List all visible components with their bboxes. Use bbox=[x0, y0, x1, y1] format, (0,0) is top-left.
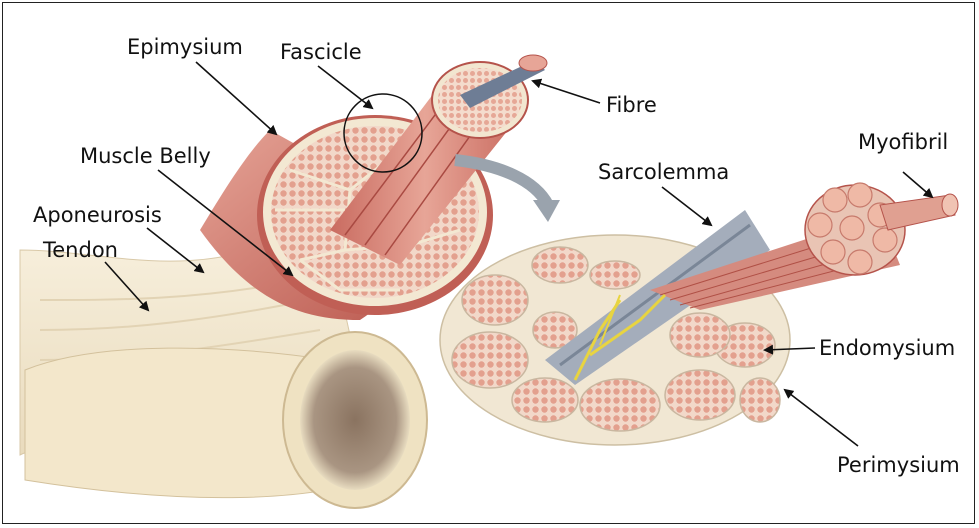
label-perimysium: Perimysium bbox=[837, 455, 960, 476]
label-epimysium: Epimysium bbox=[127, 37, 243, 58]
zoom-arrow-head bbox=[533, 200, 560, 222]
label-fibre: Fibre bbox=[606, 95, 657, 116]
label-tendon: Tendon bbox=[43, 240, 118, 261]
label-sarcolemma: Sarcolemma bbox=[598, 162, 729, 183]
label-myofibril: Myofibril bbox=[858, 132, 948, 153]
fascicle-cross-section bbox=[440, 183, 958, 445]
bone-shape bbox=[25, 332, 427, 508]
label-fascicle: Fascicle bbox=[280, 42, 362, 63]
label-muscle-belly: Muscle Belly bbox=[80, 146, 211, 167]
label-aponeurosis: Aponeurosis bbox=[33, 205, 162, 226]
label-endomysium: Endomysium bbox=[819, 338, 955, 359]
